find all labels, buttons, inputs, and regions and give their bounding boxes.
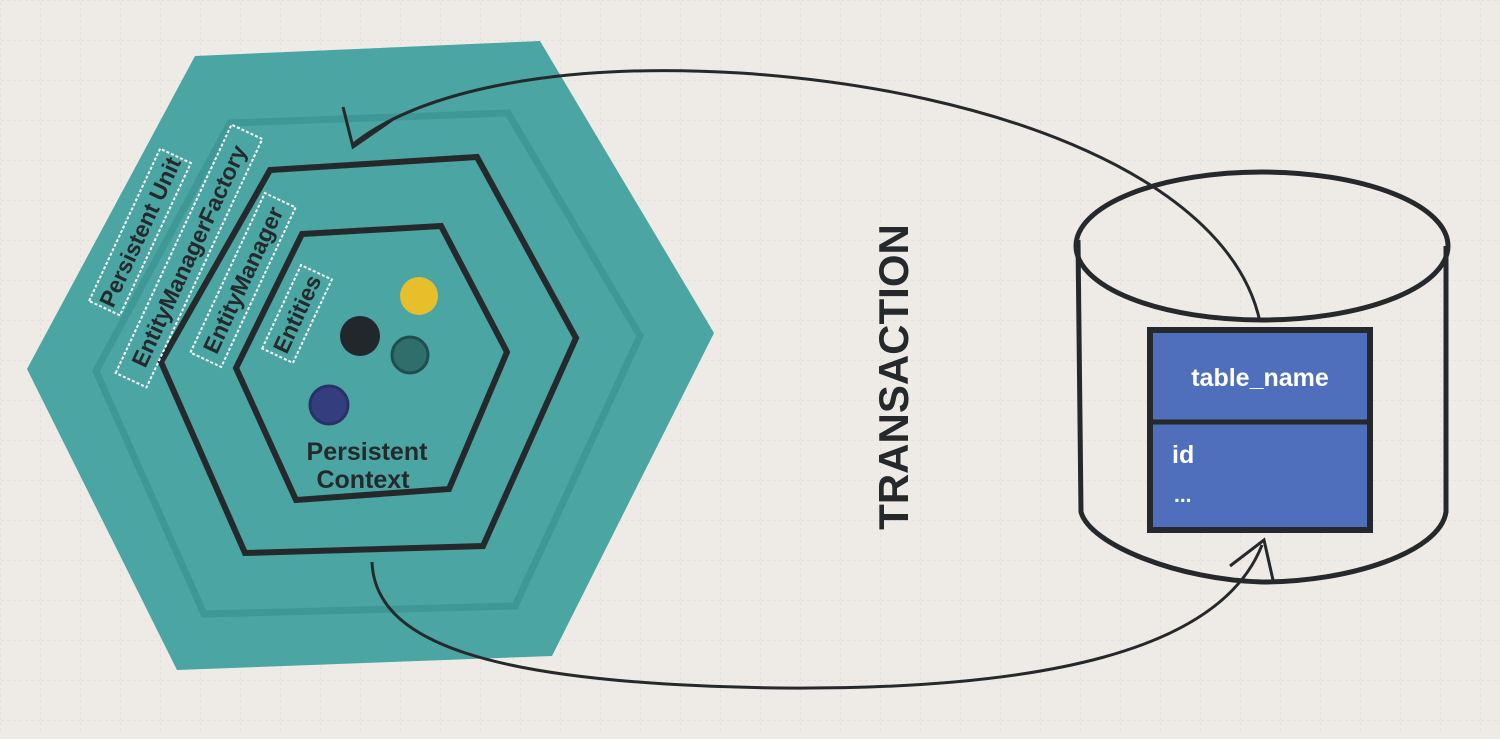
entity-dot-navy	[308, 384, 350, 426]
cylinder-body	[1075, 239, 1449, 585]
persistent-unit-hexagon	[27, 41, 714, 670]
transaction-label: TRANSACTION	[870, 224, 917, 530]
persistent-context-line2: Context	[316, 466, 410, 494]
persistent-context-line1: Persistent	[307, 438, 429, 466]
arrow-context-to-db	[370, 544, 1264, 690]
table-field-more: ...	[1174, 484, 1192, 507]
arrowhead-up-icon	[1229, 537, 1275, 581]
table-body	[1147, 327, 1373, 533]
entity-dot-yellow	[400, 277, 438, 315]
table-name-text: table_name	[1191, 364, 1329, 392]
entity-manager-factory-hexagon	[92, 109, 644, 618]
cylinder-top	[1073, 169, 1451, 323]
arrow-db-to-context	[351, 69, 1262, 323]
arrowhead-down-icon	[341, 106, 393, 150]
table-box: table_name id ...	[1147, 327, 1373, 533]
table-field-id: id	[1172, 441, 1194, 469]
entities-hexagon	[232, 222, 511, 504]
entity-manager-hexagon	[157, 153, 580, 557]
entity-dot-teal	[390, 335, 430, 375]
entity-dot-black	[340, 316, 380, 356]
database-cylinder	[1073, 169, 1451, 585]
